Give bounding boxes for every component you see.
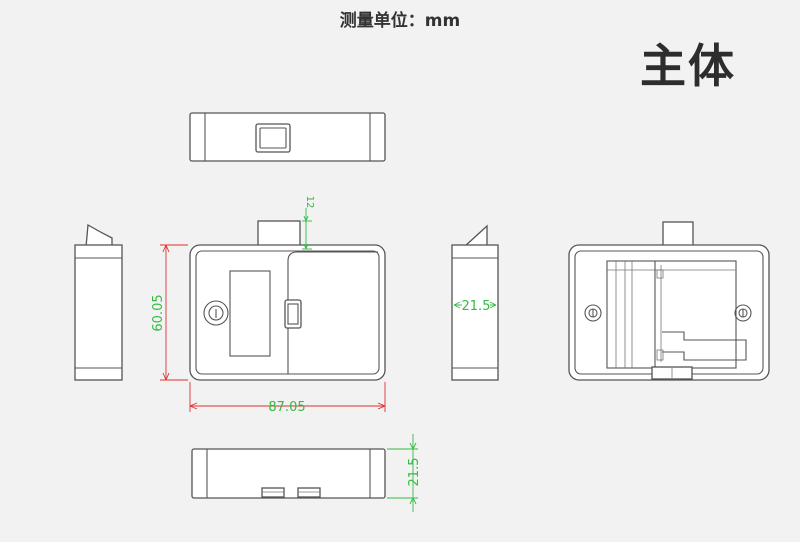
dimension-height-label: 60.05 [151, 294, 166, 331]
dimension-tab-label: 12 [304, 196, 315, 209]
left-side-view [74, 223, 123, 381]
keyhole-outer [203, 300, 229, 326]
bottom-view: 21.5 [191, 434, 422, 512]
screw-hole-left [584, 304, 602, 322]
rear-view [568, 221, 770, 381]
dimension-bottom-depth [387, 434, 418, 512]
dimension-height [160, 244, 188, 381]
page-title: 主体 [640, 39, 736, 93]
screw-hole-right [734, 304, 752, 322]
dimension-width-label: 87.05 [268, 400, 305, 415]
dimension-bottom-depth-label: 21.5 [407, 458, 422, 487]
button-outline-top [255, 123, 291, 153]
bottom-slot-left [261, 487, 285, 498]
label-window [229, 270, 271, 357]
dimension-width [189, 382, 386, 412]
front-view: 60.05 87.05 12 [151, 196, 386, 415]
top-view [189, 112, 386, 162]
dimension-tab [302, 208, 312, 250]
dimension-side-depth-label: 21.5 [462, 299, 491, 314]
unit-label: 测量单位：mm [339, 11, 461, 31]
right-side-view: 21.5 [451, 224, 499, 381]
bottom-slot-right [297, 487, 321, 498]
